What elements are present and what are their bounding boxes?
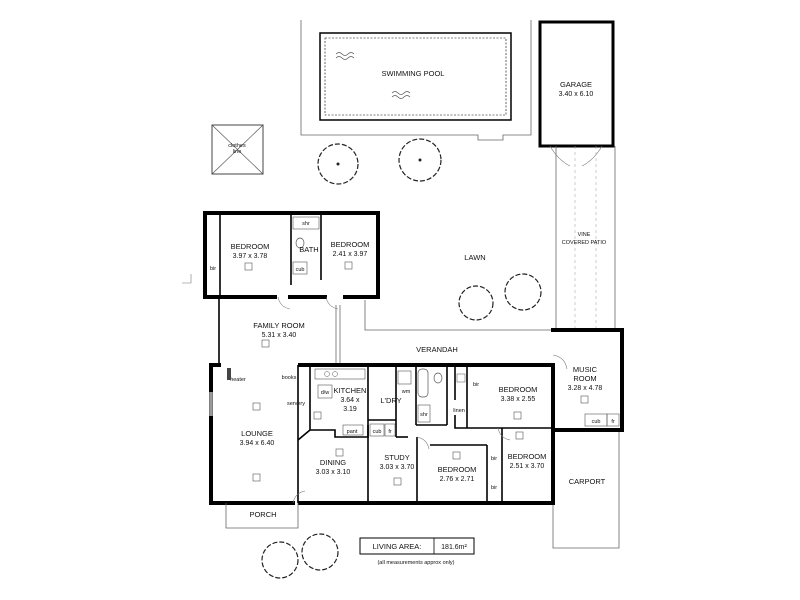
svg-text:2.76 x 2.71: 2.76 x 2.71: [440, 476, 475, 483]
svg-text:BEDROOM: BEDROOM: [438, 465, 477, 474]
svg-text:VINE: VINE: [578, 232, 591, 238]
power-point-icon: [244, 262, 253, 271]
svg-text:clothes: clothes: [228, 143, 246, 149]
stove-icon: [317, 384, 333, 399]
toilet-icon: [433, 372, 443, 384]
svg-text:CARPORT: CARPORT: [569, 477, 606, 486]
svg-text:bir: bir: [491, 485, 497, 491]
svg-text:bir: bir: [210, 266, 216, 272]
bathtub-icon: [417, 368, 429, 398]
svg-text:BATH: BATH: [299, 245, 318, 254]
living-area-legend: LIVING AREA: 181.6m² (all measurements a…: [359, 537, 475, 566]
svg-text:BEDROOM: BEDROOM: [499, 385, 538, 394]
svg-text:181.6m²: 181.6m²: [441, 544, 467, 551]
svg-text:wm: wm: [401, 389, 411, 395]
svg-text:cub: cub: [373, 429, 382, 435]
lounge: heater books servery LOUNGE 3.94 x 6.40: [209, 365, 305, 503]
svg-text:BEDROOM: BEDROOM: [231, 242, 270, 251]
svg-text:ROOM: ROOM: [573, 374, 596, 383]
svg-text:LIVING AREA:: LIVING AREA:: [373, 542, 422, 551]
svg-text:books: books: [282, 375, 297, 381]
svg-text:bir: bir: [491, 456, 497, 462]
music-room: MUSIC ROOM 3.28 x 4.78 cub fr: [552, 354, 620, 427]
svg-text:pant: pant: [347, 429, 358, 435]
bedroom-5: BEDROOM 2.51 x 3.70: [508, 431, 547, 470]
svg-text:(all measurements approx only): (all measurements approx only): [377, 560, 454, 566]
svg-text:heater: heater: [230, 377, 246, 383]
svg-text:5.31 x 3.40: 5.31 x 3.40: [262, 332, 297, 339]
door-icon: [552, 354, 568, 370]
family-room: FAMILY ROOM 5.31 x 3.40: [253, 321, 305, 348]
svg-text:cub: cub: [592, 419, 601, 425]
bedroom-4: BEDROOM 2.76 x 2.71 bir bir: [438, 451, 497, 491]
garage-dim: 3.40 x 6.10: [559, 91, 594, 98]
hallway: linen: [396, 365, 503, 503]
bathroom-2: shr: [415, 365, 448, 426]
svg-text:3.03 x 3.10: 3.03 x 3.10: [316, 469, 351, 476]
bedroom-2: BEDROOM 2.41 x 3.97: [331, 240, 370, 270]
bedroom-1: BEDROOM 3.97 x 3.78 bir: [210, 213, 269, 297]
svg-text:fr: fr: [388, 429, 392, 435]
toilet-icon: [295, 237, 305, 249]
svg-text:linen: linen: [453, 408, 465, 414]
pool-label: SWIMMING POOL: [382, 69, 445, 78]
dining: DINING 3.03 x 3.10: [316, 448, 351, 476]
svg-text:DINING: DINING: [320, 458, 346, 467]
svg-text:3.28 x 4.78: 3.28 x 4.78: [568, 385, 603, 392]
porch: PORCH: [225, 503, 299, 529]
svg-text:L'DRY: L'DRY: [380, 396, 401, 405]
svg-text:BEDROOM: BEDROOM: [331, 240, 370, 249]
laundry: cub fr wm L'DRY: [368, 365, 412, 437]
svg-text:3.94 x 6.40: 3.94 x 6.40: [240, 440, 275, 447]
svg-text:shr: shr: [302, 221, 310, 227]
svg-text:cub: cub: [296, 267, 305, 273]
swimming-pool: SWIMMING POOL: [319, 32, 512, 121]
exterior-walls: [203, 211, 624, 505]
door-icon: [182, 274, 192, 284]
pool-surround: [300, 20, 532, 141]
kitchen: d/w KITCHEN 3.64 x 3.19 pant: [297, 365, 369, 503]
lawn-label: LAWN: [464, 253, 485, 262]
bath: shr BATH cub: [290, 213, 322, 285]
svg-text:3.97 x 3.78: 3.97 x 3.78: [233, 253, 268, 260]
clothes-line: clothes line: [211, 124, 264, 175]
svg-text:STUDY: STUDY: [384, 453, 409, 462]
door-swings: [277, 296, 511, 504]
svg-text:fr: fr: [611, 419, 615, 425]
svg-text:3.64 x: 3.64 x: [340, 397, 360, 404]
tree-icon: [458, 273, 542, 321]
tree-icon: [261, 533, 339, 579]
tree-icon: [398, 138, 442, 182]
patio-outline: VINE COVERED PATIO: [555, 146, 616, 330]
svg-text:BEDROOM: BEDROOM: [508, 452, 547, 461]
water-ripple-icon: [391, 91, 411, 99]
carport-outline: CARPORT: [552, 430, 620, 549]
svg-text:MUSIC: MUSIC: [573, 365, 598, 374]
svg-text:KITCHEN: KITCHEN: [334, 386, 367, 395]
svg-text:3.03 x 3.70: 3.03 x 3.70: [380, 464, 415, 471]
water-ripple-icon: [335, 52, 355, 60]
garage: GARAGE 3.40 x 6.10: [538, 20, 615, 167]
svg-text:2.41 x 3.97: 2.41 x 3.97: [333, 251, 368, 258]
svg-text:COVERED PATIO: COVERED PATIO: [562, 240, 607, 246]
svg-text:LOUNGE: LOUNGE: [241, 429, 273, 438]
svg-text:line: line: [233, 149, 242, 155]
power-point-icon: [344, 261, 353, 270]
svg-text:FAMILY ROOM: FAMILY ROOM: [253, 321, 304, 330]
svg-text:3.38 x 2.55: 3.38 x 2.55: [501, 396, 536, 403]
bedroom-3: bir BEDROOM 3.38 x 2.55: [473, 382, 553, 429]
svg-text:PORCH: PORCH: [249, 510, 276, 519]
tree-icon: [317, 143, 359, 185]
svg-text:bir: bir: [473, 382, 479, 388]
svg-text:servery: servery: [287, 401, 305, 407]
svg-text:d/w: d/w: [321, 390, 330, 396]
svg-text:VERANDAH: VERANDAH: [416, 345, 458, 354]
svg-text:shr: shr: [420, 412, 428, 418]
svg-text:2.51 x 3.70: 2.51 x 3.70: [510, 463, 545, 470]
verandah: VERANDAH: [335, 300, 553, 365]
garage-label: GARAGE: [560, 80, 592, 89]
study: STUDY 3.03 x 3.70: [380, 453, 415, 486]
svg-text:3.19: 3.19: [343, 406, 357, 413]
